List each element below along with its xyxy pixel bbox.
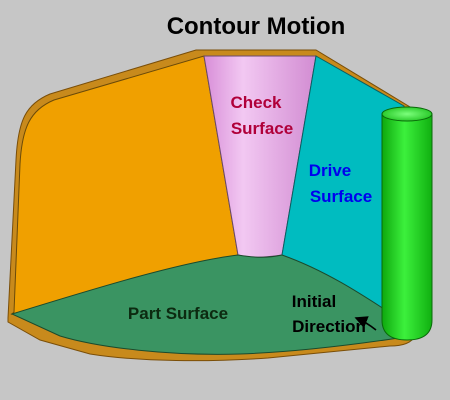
cutting-tool bbox=[381, 106, 433, 341]
check-surface-label-line2: Surface bbox=[231, 119, 293, 138]
part-surface-label: Part Surface bbox=[128, 304, 228, 323]
initial-direction-label-line1: Initial bbox=[292, 292, 336, 311]
diagram-title: Contour Motion bbox=[167, 13, 346, 40]
initial-direction-arrow bbox=[354, 316, 377, 331]
part-surface bbox=[10, 254, 413, 355]
drive-surface-label-line2: Surface bbox=[310, 187, 372, 206]
check-surface-label-line1: Check bbox=[230, 93, 282, 112]
drive-surface-label-line1: Drive bbox=[309, 161, 352, 180]
initial-direction-label-line2: Direction bbox=[292, 317, 366, 336]
